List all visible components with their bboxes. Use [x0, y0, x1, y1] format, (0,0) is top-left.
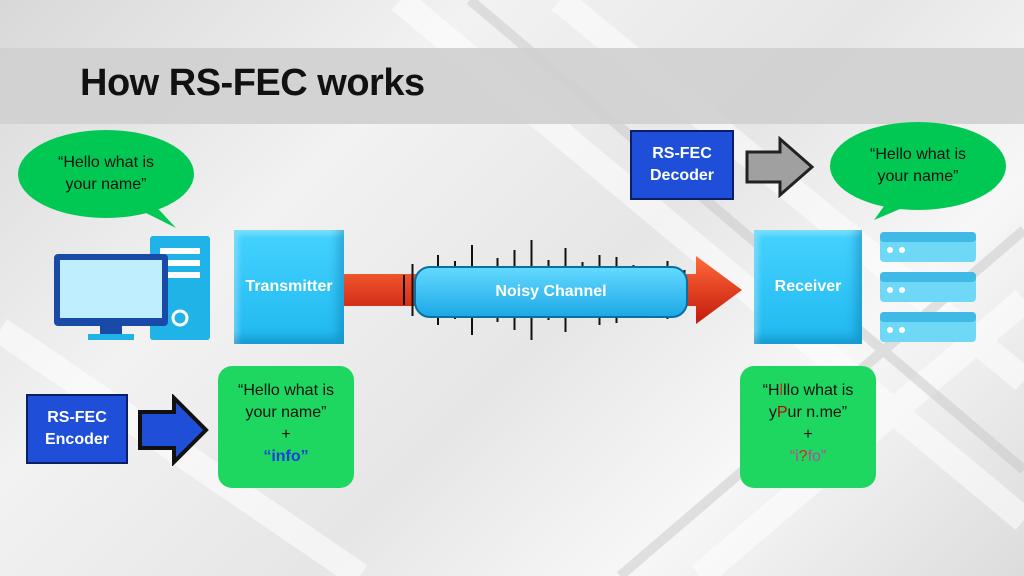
received-line2-a: y [768, 404, 777, 421]
sender-bubble-tail [18, 130, 194, 228]
sender-bubble-line2: your name” [65, 176, 147, 193]
received-line2-error: P [776, 404, 788, 421]
encoded-line2: your name” [245, 404, 327, 421]
received-line2: yPur n.me” [740, 402, 876, 424]
received-line2-b: ur n.me” [787, 404, 848, 421]
page-title: How RS-FEC works [80, 62, 425, 104]
encoded-info: “info” [263, 448, 309, 465]
receiver-bubble-line2: your name” [877, 168, 959, 185]
noisy-channel: Noisy Channel [414, 266, 688, 318]
sender-bubble: “Hello what is your name” [18, 152, 194, 196]
decoder-arrow-icon [745, 136, 815, 198]
received-line1: “Hlllo what is [740, 380, 876, 402]
received-line1-b: llo what is [783, 382, 854, 399]
receiver-bubble-tail [830, 122, 1006, 220]
title-bar [0, 48, 1024, 124]
received-plus: + [803, 426, 813, 443]
decoder-line1: RS-FEC [652, 145, 712, 162]
received-message-box: “Hlllo what is yPur n.me” + “i?fo” [740, 366, 876, 488]
computer-icon [54, 236, 210, 340]
decoder-line2: Decoder [649, 167, 715, 184]
server-icon [880, 232, 976, 342]
received-info: “i?fo” [740, 446, 876, 468]
noisy-channel-label: Noisy Channel [495, 283, 607, 300]
received-info-error: ? [798, 448, 808, 465]
rs-fec-encoder: RS-FEC Encoder [26, 394, 128, 464]
receiver-box: Receiver [754, 230, 862, 344]
transmitter-box: Transmitter [234, 230, 344, 344]
sender-bubble-line1: “Hello what is [57, 154, 155, 171]
receiver-bubble: “Hello what is your name” [830, 144, 1006, 188]
encoder-arrow-icon [138, 394, 209, 466]
receiver-bubble-line1: “Hello what is [869, 146, 967, 163]
rs-fec-decoder: RS-FEC Decoder [630, 130, 734, 200]
encoded-line1: “Hello what is [237, 382, 335, 399]
receiver-label: Receiver [774, 278, 842, 295]
encoder-line2: Encoder [44, 431, 109, 448]
encoded-plus: + [281, 426, 291, 443]
received-line1-error: l [779, 382, 784, 399]
transmitter-label: Transmitter [245, 278, 333, 295]
encoded-message-box: “Hello what is your name” + “info” [218, 366, 354, 488]
encoder-line1: RS-FEC [47, 409, 107, 426]
received-line1-a: “H [762, 382, 780, 399]
received-info-a: “i [789, 448, 799, 465]
received-info-b: fo” [807, 448, 827, 465]
